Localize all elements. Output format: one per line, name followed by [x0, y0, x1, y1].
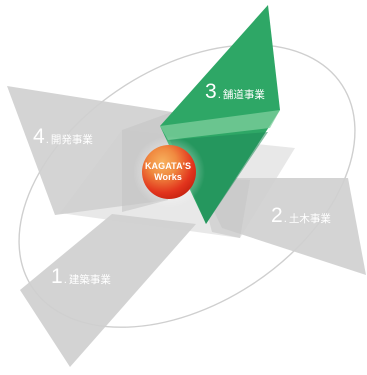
center-sphere: [142, 145, 196, 199]
segment-name: 建築事業: [68, 274, 111, 286]
center-label-line1: KAGATA'S: [144, 161, 192, 171]
segment-number: 1: [51, 265, 63, 288]
segment-name: 舗道事業: [222, 89, 265, 101]
segment-label-1: 1.建築事業: [51, 266, 111, 287]
segment-separator: .: [283, 214, 287, 225]
segment-number: 3: [205, 80, 217, 103]
segment-separator: .: [45, 135, 49, 146]
segment-label-3: 3.舗道事業: [205, 81, 265, 102]
segment-1-arm: [20, 214, 196, 367]
center-label: KAGATA'S Works: [140, 161, 196, 183]
segment-separator: .: [217, 90, 221, 101]
segment-number: 2: [271, 204, 283, 227]
segment-label-4: 4.開発事業: [33, 126, 93, 147]
segment-name: 開発事業: [50, 134, 93, 146]
segment-separator: .: [63, 275, 67, 286]
segment-number: 4: [33, 125, 45, 148]
center-label-line2: Works: [154, 172, 182, 182]
segment-3-light: [160, 110, 280, 140]
segment-name: 土木事業: [288, 213, 331, 225]
segment-label-2: 2.土木事業: [271, 205, 331, 226]
